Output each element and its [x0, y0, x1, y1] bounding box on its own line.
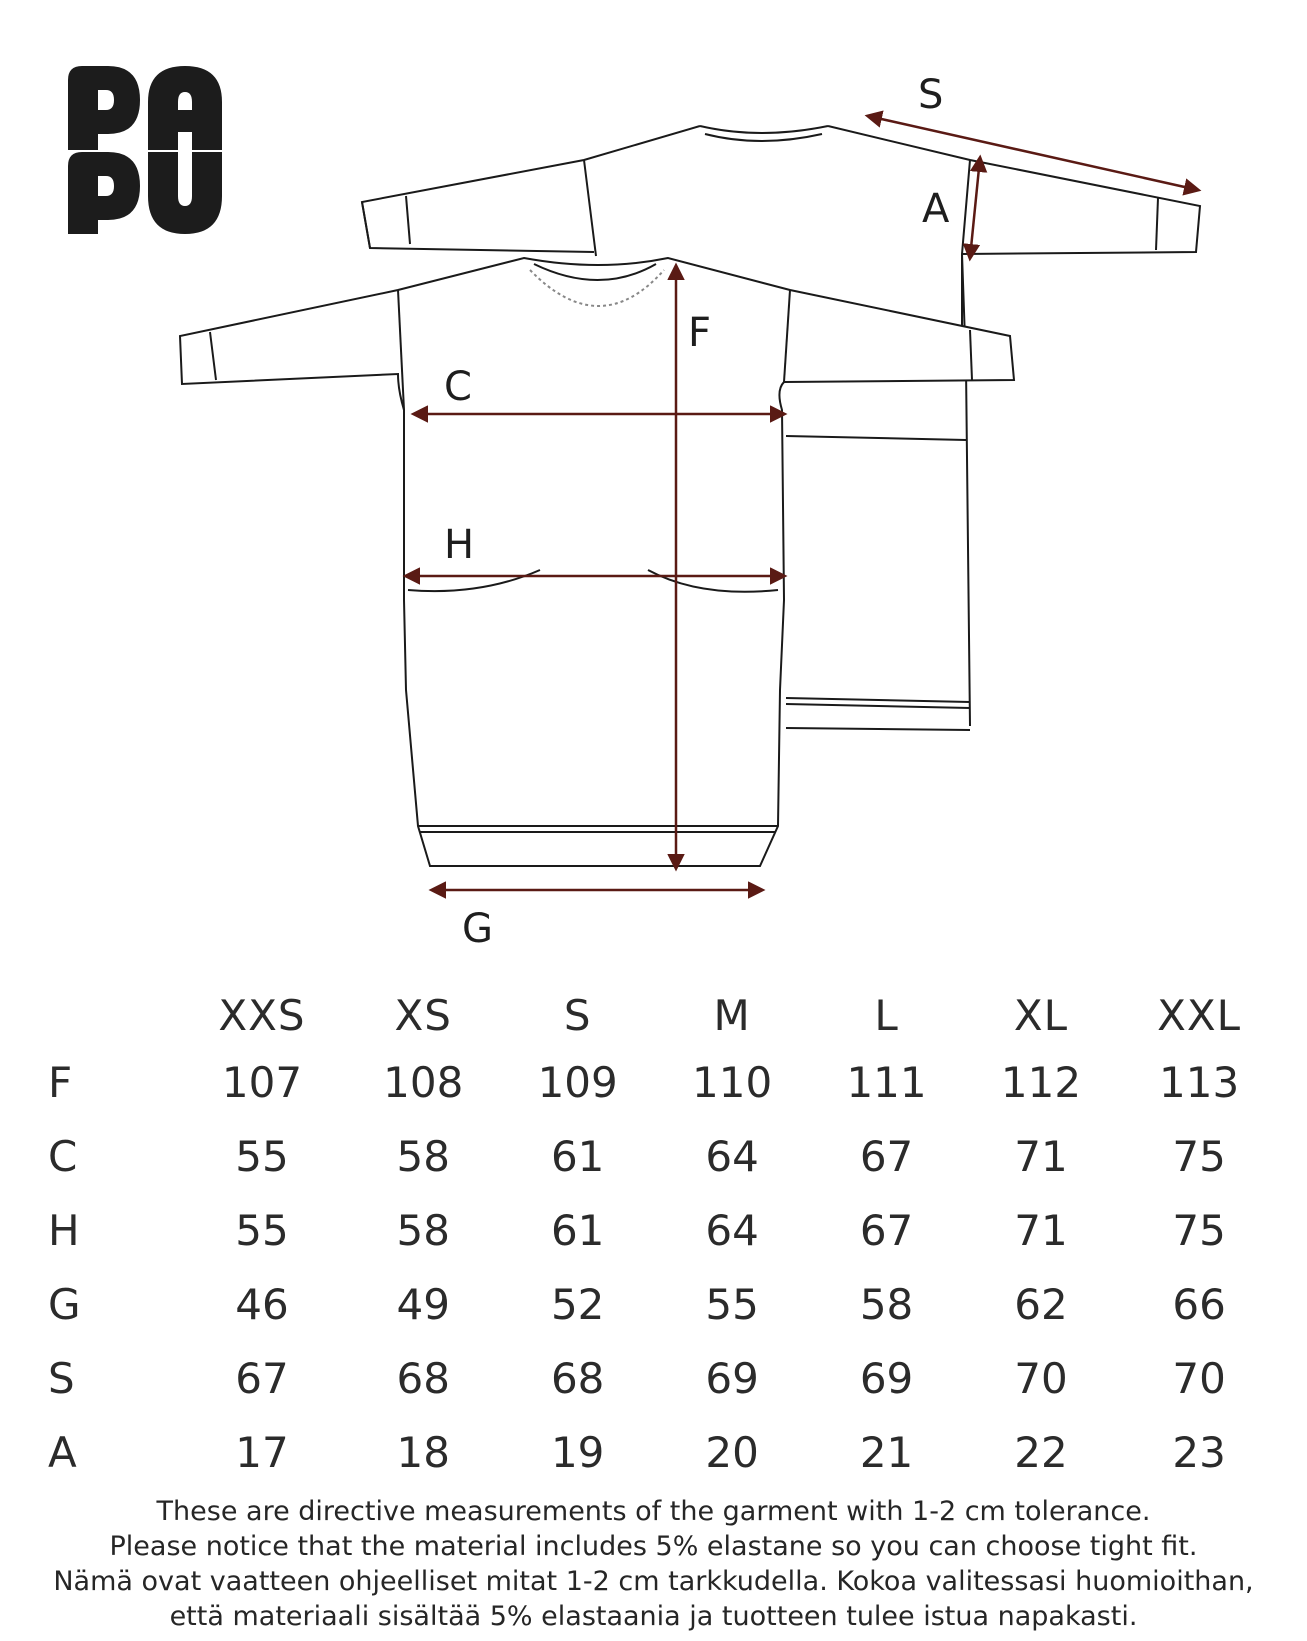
table-cell: 19: [550, 1427, 605, 1477]
note-line: Please notice that the material includes…: [109, 1531, 1198, 1562]
size-header: S: [563, 990, 592, 1040]
label-s: S: [918, 72, 943, 118]
front-view: [178, 256, 1016, 867]
size-header: XXS: [218, 990, 306, 1040]
table-cell: 75: [1172, 1205, 1226, 1255]
corner-cell: [30, 985, 178, 1045]
row-label: C: [48, 1131, 78, 1181]
row-label: H: [48, 1205, 80, 1255]
label-c: C: [444, 364, 472, 410]
table-cell: 108: [383, 1057, 464, 1107]
table-cell: 113: [1159, 1057, 1240, 1107]
table-cell: 22: [1014, 1427, 1068, 1477]
table-cell: 58: [396, 1131, 450, 1181]
table-cell: 68: [550, 1353, 605, 1403]
note-line: Nämä ovat vaatteen ohjeelliset mitat 1-2…: [53, 1566, 1254, 1597]
table-cell: 17: [235, 1427, 289, 1477]
row-label: F: [48, 1057, 73, 1107]
table-cell: 55: [705, 1279, 759, 1329]
table-cell: 64: [705, 1131, 759, 1181]
table-cell: 110: [692, 1057, 773, 1107]
table-cell: 49: [396, 1279, 450, 1329]
table-cell: 55: [235, 1205, 289, 1255]
size-header-row: XXS XS S M L XL XXL: [30, 985, 1280, 1045]
table-row: H 55 58 61 64 67 71 75: [30, 1193, 1280, 1267]
size-table: XXS XS S M L XL XXL F 107 108 109 110 11…: [30, 985, 1280, 1489]
size-header: L: [874, 990, 899, 1040]
front-details: [209, 263, 973, 833]
table-cell: 20: [705, 1427, 759, 1477]
table-cell: 67: [859, 1205, 914, 1255]
table-cell: 112: [1000, 1057, 1082, 1107]
table-cell: 52: [550, 1279, 605, 1329]
label-h: H: [444, 522, 474, 568]
note-line: These are directive measurements of the …: [156, 1496, 1151, 1527]
size-header: XL: [1013, 990, 1069, 1040]
table-cell: 58: [859, 1279, 914, 1329]
table-cell: 46: [235, 1279, 289, 1329]
table-cell: 107: [221, 1057, 303, 1107]
table-row: C 55 58 61 64 67 71 75: [30, 1119, 1280, 1193]
row-label: G: [48, 1279, 81, 1329]
table-cell: 66: [1172, 1279, 1226, 1329]
papu-logo: [68, 66, 222, 234]
table-cell: 109: [537, 1057, 618, 1107]
table-cell: 69: [859, 1353, 914, 1403]
table-cell: 23: [1172, 1427, 1226, 1477]
row-label: A: [48, 1427, 77, 1477]
size-header: XS: [394, 990, 452, 1040]
measurement-notes: These are directive measurements of the …: [0, 1494, 1307, 1634]
table-cell: 75: [1172, 1131, 1226, 1181]
table-row: A 17 18 19 20 21 22 23: [30, 1415, 1280, 1489]
table-row: F 107 108 109 110 111 112 113: [30, 1045, 1280, 1119]
table-cell: 70: [1172, 1353, 1226, 1403]
table-cell: 58: [396, 1205, 450, 1255]
measure-s: [864, 110, 1202, 196]
table-cell: 61: [550, 1205, 605, 1255]
table-cell: 21: [859, 1427, 914, 1477]
table-cell: 71: [1014, 1131, 1068, 1181]
measure-a: [962, 154, 988, 262]
table-row: S 67 68 68 69 69 70 70: [30, 1341, 1280, 1415]
table-cell: 111: [846, 1057, 927, 1107]
measure-lines: [402, 110, 1202, 899]
table-cell: 69: [705, 1353, 759, 1403]
row-label: S: [48, 1353, 75, 1403]
label-f: F: [688, 310, 711, 356]
table-cell: 61: [550, 1131, 605, 1181]
note-line: että materiaali sisältää 5% elastaania j…: [169, 1601, 1138, 1632]
size-header: M: [713, 990, 751, 1040]
table-row: G 46 49 52 55 58 62 66: [30, 1267, 1280, 1341]
size-header: XXL: [1157, 990, 1242, 1040]
table-cell: 55: [235, 1131, 289, 1181]
label-g: G: [462, 906, 493, 952]
table-cell: 64: [705, 1205, 759, 1255]
table-cell: 68: [396, 1353, 450, 1403]
garment-diagram: S A F C H G: [178, 72, 1202, 952]
table-cell: 71: [1014, 1205, 1068, 1255]
label-a: A: [922, 186, 950, 232]
table-cell: 67: [859, 1131, 914, 1181]
table-cell: 67: [235, 1353, 289, 1403]
table-cell: 62: [1014, 1279, 1068, 1329]
table-cell: 18: [396, 1427, 450, 1477]
table-cell: 70: [1014, 1353, 1068, 1403]
